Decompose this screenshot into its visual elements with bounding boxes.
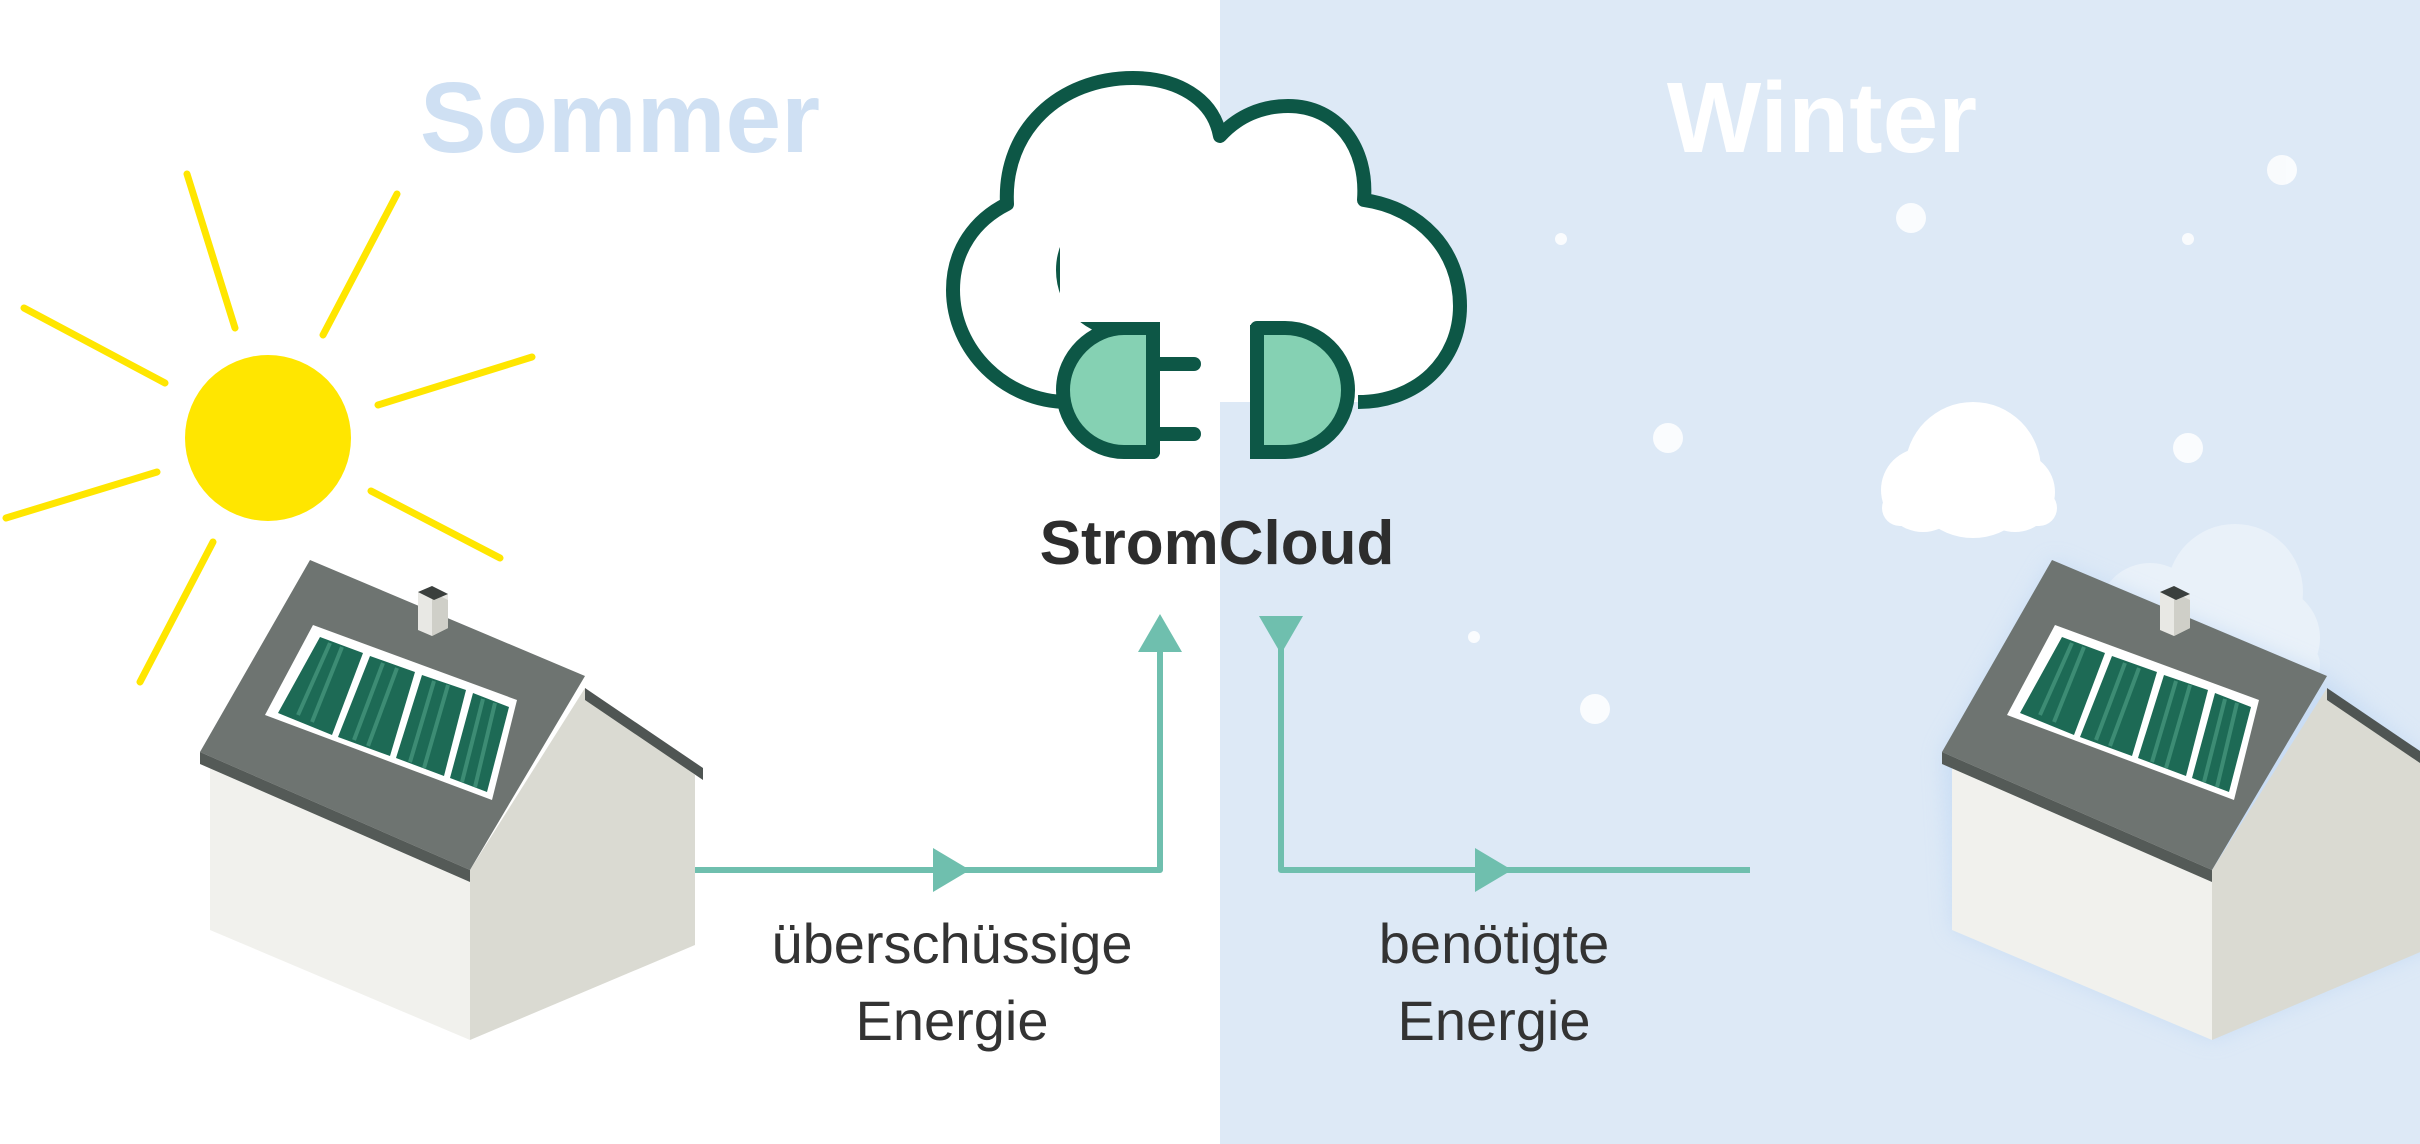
summer-title: Sommer — [420, 62, 820, 174]
arrow-head-right-right — [1475, 848, 1512, 892]
snowflakes — [1468, 155, 2297, 724]
arrow-head-up — [1138, 614, 1182, 652]
left-flow-label-line2: Energie — [855, 989, 1048, 1052]
winter-title: Winter — [1667, 62, 1977, 174]
sun-icon — [2, 170, 536, 686]
right-flow-label-line2: Energie — [1397, 989, 1590, 1052]
cloud-interior — [1060, 200, 1200, 322]
house-right — [1940, 558, 2420, 1042]
right-flow-label-line1: benötigte — [1379, 912, 1609, 975]
cloud-title: StromCloud — [1040, 509, 1395, 578]
energy-flow-left-arrow — [695, 640, 1163, 873]
arrow-head-right-left — [933, 848, 970, 892]
cloud-icon — [1881, 402, 2057, 538]
left-flow-label-line1: überschüssige — [771, 912, 1132, 975]
energy-flow-right-arrow — [1278, 640, 1750, 873]
arrow-head-down — [1259, 616, 1303, 654]
